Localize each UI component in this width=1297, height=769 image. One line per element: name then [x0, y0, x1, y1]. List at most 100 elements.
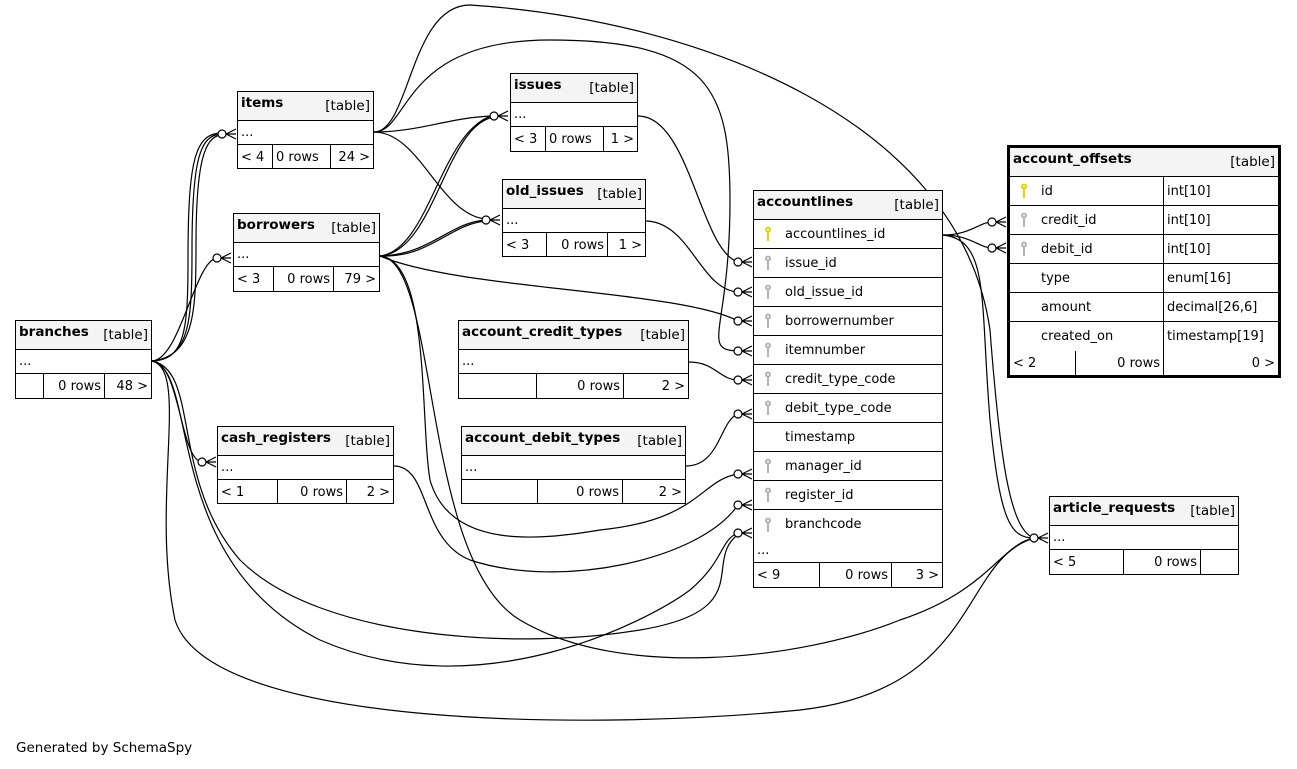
- column-row[interactable]: itemnumber: [754, 336, 942, 365]
- table-name: article_requests: [1053, 500, 1176, 516]
- crows-foot-marker-items: [217, 128, 237, 140]
- columns-collapsed: ...: [237, 247, 250, 262]
- children-count[interactable]: 1 >: [603, 127, 637, 151]
- edge-borrowers-old-issues: [379, 219, 487, 257]
- foreign-key-icon: [761, 400, 775, 416]
- children-count[interactable]: 79 >: [333, 267, 379, 291]
- children-count[interactable]: 0 >: [1163, 351, 1278, 375]
- row-count: 0 rows: [545, 127, 603, 151]
- parents-count[interactable]: < 3: [514, 131, 538, 147]
- edge-branches-branchcode: [151, 360, 739, 667]
- parents-count[interactable]: [16, 374, 43, 398]
- edge-borrowers-borrowernumber: [379, 255, 739, 322]
- foreign-key-icon: [761, 487, 775, 503]
- foreign-key-icon: [1017, 241, 1031, 257]
- children-count[interactable]: 2 >: [623, 374, 688, 398]
- edge-items-article-requests: [373, 4, 1035, 539]
- parents-count[interactable]: [462, 480, 537, 504]
- foreign-key-icon: [761, 342, 775, 358]
- column-row[interactable]: old_issue_id: [754, 278, 942, 307]
- table-name: items: [241, 95, 284, 111]
- column-name: borrowernumber: [785, 313, 894, 329]
- children-count[interactable]: 2 >: [622, 480, 685, 504]
- crows-foot-marker-credit-id: [987, 216, 1007, 228]
- parents-count[interactable]: < 4: [241, 149, 265, 165]
- column-name: credit_type_code: [785, 371, 896, 387]
- crows-foot-marker-itemnumber: [733, 345, 753, 357]
- column-name: manager_id: [785, 458, 862, 474]
- generated-by-label: Generated by SchemaSpy: [16, 740, 193, 756]
- row-count: 0 rows: [546, 233, 607, 257]
- table-name: borrowers: [237, 217, 315, 233]
- row-count: 0 rows: [277, 480, 346, 504]
- parents-count[interactable]: < 3: [506, 237, 530, 253]
- children-count[interactable]: 2 >: [346, 480, 393, 504]
- column-type: enum[16]: [1163, 264, 1278, 292]
- children-count[interactable]: 48 >: [104, 374, 151, 398]
- edge-branches-manager: [151, 360, 741, 640]
- column-name: amount: [1041, 299, 1092, 315]
- parents-count[interactable]: < 3: [237, 271, 261, 287]
- children-count[interactable]: 3 >: [891, 563, 942, 587]
- column-row[interactable]: borrowernumber: [754, 307, 942, 336]
- column-row[interactable]: timestamp: [754, 423, 942, 452]
- parents-count[interactable]: < 1: [221, 484, 245, 500]
- columns-collapsed: ...: [19, 354, 32, 369]
- columns-collapsed: ...: [465, 460, 478, 475]
- crows-foot-marker-cash-registers: [197, 456, 217, 468]
- parents-count[interactable]: < 5: [1053, 554, 1077, 570]
- edge-borrowers-article-requests: [379, 255, 1035, 659]
- children-count[interactable]: 24 >: [330, 145, 373, 169]
- row-count: 0 rows: [43, 374, 104, 398]
- edge-borrowers-old-issues: [379, 220, 487, 257]
- column-row[interactable]: manager_id: [754, 452, 942, 481]
- row-count: 0 rows: [537, 480, 622, 504]
- columns-collapsed: ...: [1053, 530, 1066, 545]
- columns-collapsed: ...: [221, 460, 234, 475]
- edge-branches-items: [151, 134, 223, 362]
- parents-count[interactable]: < 2: [1013, 355, 1037, 371]
- table-kind: [table]: [589, 80, 634, 96]
- column-row[interactable]: credit_type_code: [754, 365, 942, 394]
- table-name: accountlines: [757, 194, 854, 210]
- column-row[interactable]: accountlines_id: [754, 220, 942, 249]
- children-count[interactable]: [1200, 550, 1238, 574]
- edge-branches-items: [151, 133, 223, 362]
- edge-old-issues-old-issue-id: [644, 220, 739, 293]
- column-type: timestamp[19]: [1163, 322, 1278, 351]
- table-kind: [table]: [597, 186, 642, 202]
- crows-foot-marker-borrowers: [212, 252, 232, 264]
- crows-foot-marker-issues: [489, 110, 509, 122]
- column-name: register_id: [785, 487, 854, 503]
- column-row[interactable]: debit_type_code: [754, 394, 942, 423]
- columns-collapsed: ...: [757, 543, 770, 558]
- foreign-key-icon: [1017, 212, 1031, 228]
- primary-key-icon: [1017, 183, 1031, 199]
- column-row[interactable]: branchcode: [754, 510, 942, 539]
- table-kind: [table]: [1230, 154, 1275, 170]
- column-row[interactable]: issue_id: [754, 249, 942, 278]
- children-count[interactable]: 1 >: [607, 233, 645, 257]
- column-row[interactable]: register_id: [754, 481, 942, 510]
- parents-count[interactable]: < 9: [757, 567, 781, 583]
- columns-collapsed: ...: [241, 125, 254, 140]
- table-name: issues: [514, 77, 562, 93]
- parents-count[interactable]: [459, 374, 536, 398]
